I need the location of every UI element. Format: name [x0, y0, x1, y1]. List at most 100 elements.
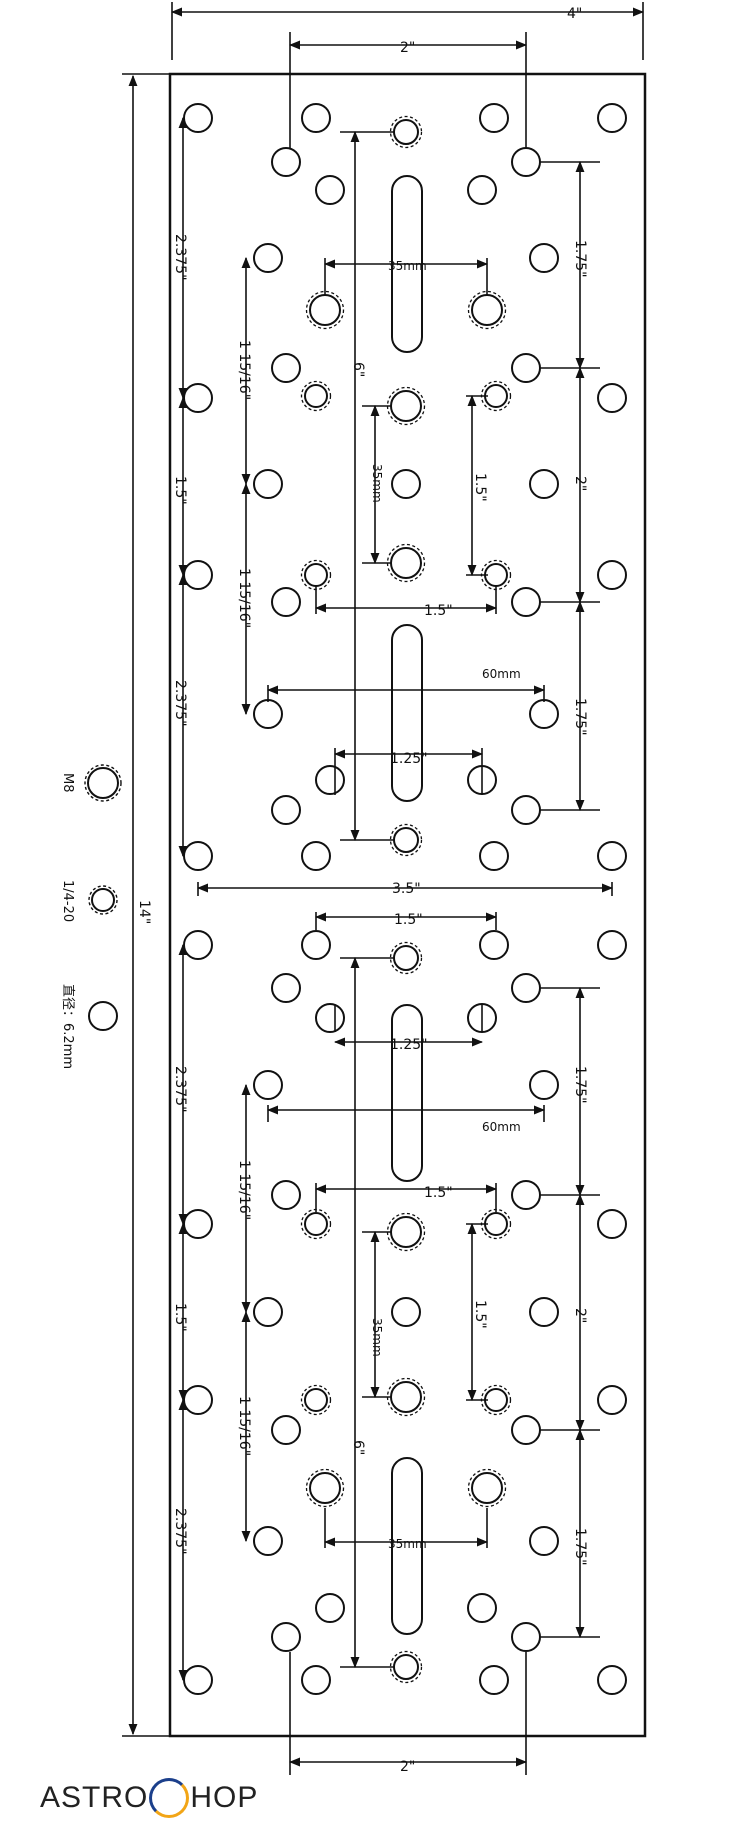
hole [484, 384, 508, 408]
h35-label: 3.5" [392, 881, 421, 897]
hole [393, 945, 419, 971]
hole [393, 119, 419, 145]
legend-m8-label: M8 [60, 773, 75, 793]
frac-label-2: 1 15/16" [236, 568, 252, 628]
thread-ring [389, 823, 423, 857]
logo-text-left: ASTRO [40, 1781, 149, 1814]
hole [597, 1665, 627, 1695]
hole [309, 294, 341, 326]
hole [271, 795, 301, 825]
r175-label-4: 1.75" [572, 1528, 588, 1566]
hole [511, 973, 541, 1003]
top-2in-label: 2" [400, 40, 415, 56]
hole [597, 103, 627, 133]
mm35-h-label-1: 35mm [388, 259, 427, 273]
mm60-label-2: 60mm [482, 1120, 521, 1134]
hole [183, 1209, 213, 1239]
legend-diameter-label: 直径：6.2mm [60, 984, 75, 1069]
thread-ring [467, 1468, 507, 1508]
hole [479, 1665, 509, 1695]
hole [253, 469, 283, 499]
left-2375-label-3: 2.375" [172, 1066, 188, 1113]
mm35-v-label-2: 35mm [370, 1318, 384, 1357]
logo-text-right: HOP [190, 1781, 259, 1814]
dimension-labels: 4" 2" 2" 14" 2.375" 1.5" 2.375" 2.375" 1… [136, 6, 588, 1775]
extension-lines [122, 2, 644, 1775]
r175-label-2: 1.75" [572, 698, 588, 736]
hole [390, 1381, 422, 1413]
hole [479, 103, 509, 133]
hole [597, 560, 627, 590]
six-label-2: 6" [350, 1440, 366, 1455]
h125-label-2: 1.25" [390, 1037, 428, 1053]
thread-ring [300, 1384, 332, 1416]
mm35-v-label-1: 35mm [370, 464, 384, 503]
thread-ring [386, 1377, 426, 1417]
hole [484, 1388, 508, 1412]
overall-width-label: 4" [567, 6, 582, 22]
hole [301, 841, 331, 871]
six-label-1: 6" [350, 362, 366, 377]
hole [315, 175, 345, 205]
hole [183, 560, 213, 590]
hole [304, 1212, 328, 1236]
h15-label-1: 1.5" [424, 603, 453, 619]
hole [479, 930, 509, 960]
hole [391, 469, 421, 499]
slot [391, 1004, 423, 1182]
hole [529, 243, 559, 273]
thread-ring [305, 290, 345, 330]
h125-label-1: 1.25" [390, 751, 428, 767]
hole [511, 147, 541, 177]
hole [511, 587, 541, 617]
hole [471, 1472, 503, 1504]
hole [511, 1622, 541, 1652]
thread-ring [386, 1212, 426, 1252]
hole [271, 353, 301, 383]
mm35-h-label-2: 35mm [388, 1537, 427, 1551]
hole [183, 1665, 213, 1695]
hole [484, 1212, 508, 1236]
hole [301, 930, 331, 960]
hole [511, 1415, 541, 1445]
mm60-label-1: 60mm [482, 667, 521, 681]
hole [391, 1297, 421, 1327]
hole [304, 563, 328, 587]
thread-ring [389, 941, 423, 975]
hole [393, 827, 419, 853]
h15-label-2: 1.5" [394, 912, 423, 928]
thread-ring [386, 386, 426, 426]
hole [183, 103, 213, 133]
r2-label-2: 2" [572, 1308, 588, 1323]
thread-ring [389, 1650, 423, 1684]
hole [597, 383, 627, 413]
hole [253, 1297, 283, 1327]
hole [597, 841, 627, 871]
thread-ring [300, 380, 332, 412]
left-15-label-2: 1.5" [172, 1303, 188, 1332]
legend-m8-thread [84, 764, 122, 802]
hole [529, 1070, 559, 1100]
hole [253, 699, 283, 729]
astroshop-logo: ASTRO HOP [40, 1776, 300, 1820]
bottom-2in-label: 2" [400, 1759, 415, 1775]
logo-swoosh-icon [149, 1778, 190, 1818]
hole [183, 841, 213, 871]
legend: M8 1/4-20 直径：6.2mm [60, 764, 122, 1069]
legend-plain-hole [88, 1001, 118, 1031]
hole [315, 1593, 345, 1623]
thread-ring [386, 543, 426, 583]
hole [271, 587, 301, 617]
r15-v-label-2: 1.5" [472, 1300, 488, 1329]
left-2375-label-4: 2.375" [172, 1508, 188, 1555]
r175-label-1: 1.75" [572, 240, 588, 278]
thread-ring [467, 290, 507, 330]
hole [484, 563, 508, 587]
r175-label-3: 1.75" [572, 1066, 588, 1104]
hole [253, 1526, 283, 1556]
hole [511, 795, 541, 825]
hole [390, 547, 422, 579]
frac-label-4: 1 15/16" [236, 1396, 252, 1456]
hole [253, 1070, 283, 1100]
hole [304, 384, 328, 408]
